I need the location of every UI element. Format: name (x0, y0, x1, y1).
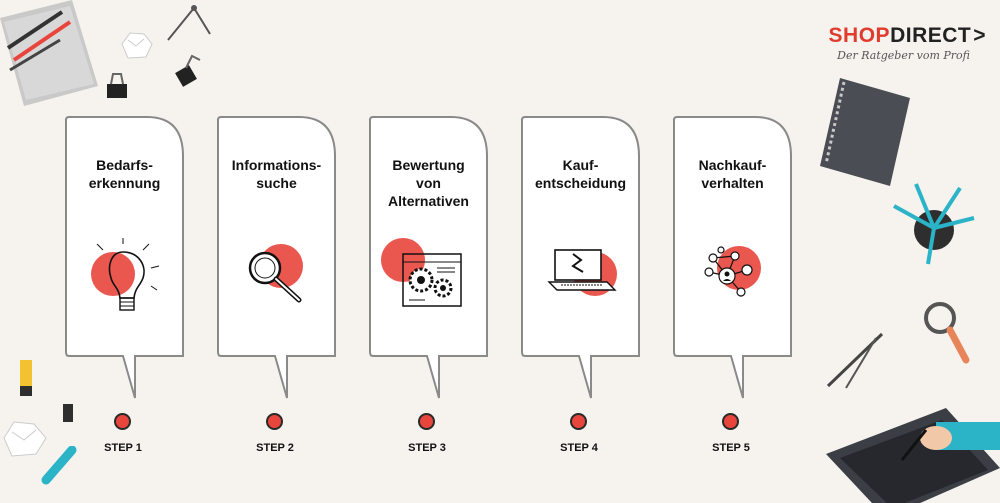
pen-cap-icon (63, 404, 73, 422)
step-label: STEP 4 (560, 442, 598, 454)
logo-wordmark: SHOPDIRECT> (786, 24, 986, 48)
pens-deco-icon (826, 332, 884, 389)
step-label: STEP 2 (256, 442, 294, 454)
step-title: Informations- suche (231, 157, 322, 191)
logo-shop-text: SHOP (828, 24, 891, 47)
sketchbook-icon (820, 78, 910, 186)
step-card-5: Nachkauf- verhalten (671, 116, 794, 399)
step-card-2: Informations- suche (215, 116, 338, 399)
magnifying-glass-deco-icon (924, 302, 970, 364)
step-card-3: Bewertung von Alternativen (367, 116, 490, 399)
step-label: STEP 5 (712, 442, 750, 454)
marker-icon (41, 446, 77, 485)
shopdirect-logo[interactable]: SHOPDIRECT> Der Ratgeber vom Profi (786, 24, 986, 62)
drawing-tablet-icon (826, 408, 1000, 503)
gears-window-icon (381, 238, 477, 333)
pencil-cup-icon (893, 183, 975, 265)
card-shape (369, 116, 488, 399)
lightbulb-icon (77, 238, 173, 333)
step-card-1: Bedarfs- erkennung (63, 116, 186, 399)
logo-direct-text: DIRECT (890, 24, 972, 47)
paper-ball-icon (121, 32, 153, 59)
logo-tagline: Der Ratgeber vom Profi (837, 49, 970, 62)
step-marker-dot (266, 413, 283, 430)
logo-arrow-icon: > (973, 24, 986, 47)
step-marker-dot (418, 413, 435, 430)
step-title: Bedarfs- erkennung (88, 157, 161, 191)
step-card-4: Kauf- entscheidung (519, 116, 642, 399)
network-icon (685, 238, 781, 333)
step-title: Kauf- entscheidung (534, 157, 626, 191)
step-title: Bewertung von Alternativen (388, 157, 469, 209)
magnifier-icon (229, 238, 325, 333)
step-label: STEP 3 (408, 442, 446, 454)
highlighter-icon (20, 360, 32, 396)
binder-clip-icon (107, 73, 127, 98)
paper-ball-icon-2 (3, 421, 47, 457)
step-marker-dot (722, 413, 739, 430)
notebook-top-left-icon (0, 0, 98, 106)
step-marker-dot (570, 413, 587, 430)
compass-icon (167, 5, 211, 41)
step-title: Nachkauf- verhalten (698, 157, 767, 191)
step-label: STEP 1 (104, 442, 142, 454)
binder-clip-icon-2 (175, 54, 201, 87)
step-marker-dot (114, 413, 131, 430)
laptop-icon (533, 238, 629, 333)
